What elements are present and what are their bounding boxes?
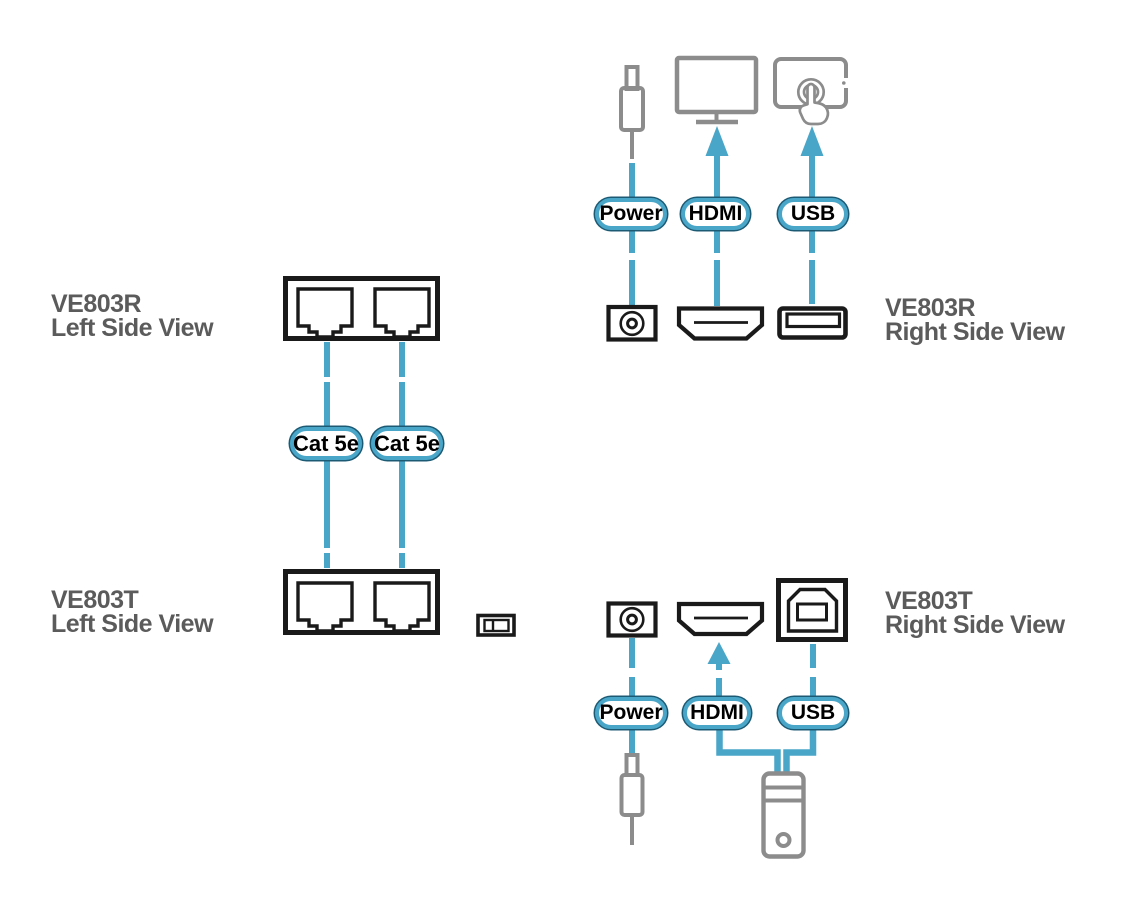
device-name: VE803R bbox=[885, 294, 976, 322]
device-name: VE803T bbox=[51, 586, 139, 614]
usb-a-port-icon bbox=[777, 306, 848, 340]
device-name: VE803T bbox=[885, 587, 973, 615]
touch-hand-icon bbox=[798, 82, 830, 126]
power-label-pill: Power bbox=[595, 697, 667, 729]
hdmi-port-icon bbox=[676, 306, 765, 341]
usb-label-pill: USB bbox=[778, 198, 848, 230]
monitor-icon bbox=[674, 55, 759, 125]
rj45-port-icon bbox=[296, 581, 354, 633]
ve803r-left-panel bbox=[283, 276, 440, 341]
usb-cable-line bbox=[783, 730, 817, 772]
device-name: VE803R bbox=[51, 290, 142, 318]
dc-jack-port-icon bbox=[606, 601, 658, 638]
usb-b-port-icon bbox=[776, 578, 848, 642]
device-view: Left Side View bbox=[51, 610, 214, 638]
hdmi-label-pill: HDMI bbox=[683, 697, 751, 729]
power-label-pill: Power bbox=[595, 198, 667, 230]
computer-tower-icon bbox=[761, 771, 806, 859]
ve803r-right-label: VE803R Right Side View bbox=[885, 294, 1065, 346]
ve803t-right-label: VE803T Right Side View bbox=[885, 587, 1065, 639]
ve803r-left-label: VE803R Left Side View bbox=[51, 290, 214, 342]
usb-label-pill: USB bbox=[778, 697, 848, 729]
arrow-up-icon bbox=[800, 126, 824, 199]
hdmi-label-pill: HDMI bbox=[681, 198, 750, 230]
ve803t-left-panel bbox=[283, 569, 440, 635]
cat5e-label-pill: Cat 5e bbox=[290, 427, 362, 460]
arrow-up-icon bbox=[707, 642, 731, 698]
hdmi-port-icon bbox=[676, 601, 765, 637]
device-view: Left Side View bbox=[51, 314, 214, 342]
power-plug-icon bbox=[619, 753, 645, 845]
rj45-port-icon bbox=[373, 287, 431, 339]
rj45-port-icon bbox=[296, 287, 354, 339]
cat5e-label-pill: Cat 5e bbox=[371, 427, 443, 460]
device-view: Right Side View bbox=[885, 318, 1065, 346]
toggle-switch-icon bbox=[476, 613, 516, 637]
hdmi-cable-line bbox=[716, 730, 781, 772]
touchscreen-icon bbox=[773, 57, 848, 126]
rj45-port-icon bbox=[373, 581, 431, 633]
power-plug-icon bbox=[619, 65, 645, 159]
dc-jack-port-icon bbox=[606, 304, 658, 342]
arrow-up-icon bbox=[705, 126, 729, 199]
ve803t-left-label: VE803T Left Side View bbox=[51, 586, 214, 638]
device-view: Right Side View bbox=[885, 611, 1065, 639]
